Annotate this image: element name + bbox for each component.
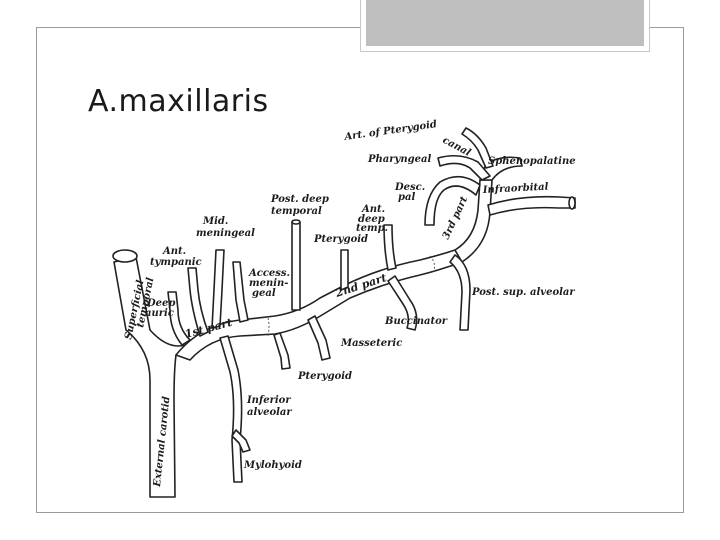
label-ant-tympanic-2: tympanic — [150, 257, 202, 268]
infraorbital-vessel-end — [568, 196, 576, 210]
label-mid-meningeal-2: meningeal — [196, 228, 255, 239]
pterygoid-lower-vessel — [273, 332, 291, 370]
vessel-drawing — [112, 127, 576, 498]
mylohyoid-vessel — [231, 429, 251, 453]
label-deep-auric-2: auric — [145, 308, 174, 319]
slide-title: A.maxillaris — [88, 84, 269, 119]
infraorbital-vessel — [487, 195, 576, 216]
superficial-temporal-vessel-end — [112, 249, 138, 263]
pterygoid-upper-vessel — [340, 249, 349, 291]
buccinator-vessel — [387, 275, 418, 331]
slide-frame — [36, 27, 684, 513]
label-deep-auric-1: Deep — [146, 298, 175, 309]
label-mylohyoid: Mylohyoid — [243, 460, 302, 471]
access-meningeal-vessel — [232, 261, 249, 323]
part-divider-2 — [429, 255, 435, 273]
decorative-header-tab — [360, 0, 650, 52]
label-masseteric: Masseteric — [340, 338, 402, 349]
masseteric-vessel — [307, 315, 331, 361]
label-pharyngeal: Pharyngeal — [367, 154, 431, 165]
label-infraorbital: Infraorbital — [482, 182, 549, 196]
label-third-part: 3rd part — [441, 195, 471, 242]
label-desc-pal-1: Desc. — [394, 182, 425, 193]
diagram-labels: Art. of Pterygoid canal Pharyngeal Sphen… — [123, 119, 575, 488]
label-pterygoid-upper: Pterygoid — [313, 234, 368, 245]
post-deep-temporal-vessel-end — [291, 219, 301, 225]
label-inferior-alveolar-1: Inferior — [246, 395, 291, 406]
deep-auricular-vessel — [167, 291, 191, 346]
label-inferior-alveolar-2: alveolar — [247, 407, 292, 418]
label-ant-tympanic-1: Ant. — [162, 246, 186, 257]
post-sup-alveolar-vessel — [449, 254, 471, 331]
label-access-meningeal-3: geal — [252, 288, 276, 299]
label-ant-deep-temp-3: temp. — [356, 223, 388, 234]
label-art-pterygoid-canal: Art. of Pterygoid — [343, 119, 438, 143]
label-post-sup-alveolar: Post. sup. alveolar — [471, 287, 575, 298]
label-pterygoid-lower: Pterygoid — [297, 371, 352, 382]
label-desc-pal-2: pal — [398, 192, 415, 203]
ant-tympanic-vessel — [187, 267, 209, 337]
part-divider-1 — [267, 317, 270, 337]
label-ant-deep-temp-2: deep — [358, 214, 385, 225]
pharyngeal-vessel — [437, 154, 491, 181]
label-mid-meningeal-1: Mid. — [202, 216, 228, 227]
label-access-meningeal-1: Access. — [248, 268, 290, 279]
ant-deep-temp-vessel — [383, 224, 397, 271]
mid-meningeal-vessel — [211, 249, 225, 329]
label-ant-deep-temp-1: Ant. — [361, 204, 385, 215]
label-post-deep-temporal-1: Post. deep — [270, 194, 329, 205]
pterygoid-canal-vessel — [461, 127, 494, 169]
label-sphenopalatine: Sphenopalatine — [488, 156, 576, 167]
descending-palatine-vessel — [424, 175, 481, 226]
post-deep-temporal-vessel — [291, 221, 301, 311]
label-post-deep-temporal-2: temporal — [271, 206, 322, 217]
label-access-meningeal-2: menin- — [249, 278, 288, 289]
inferior-alveolar-vessel — [219, 335, 243, 483]
label-buccinator: Buccinator — [384, 316, 448, 327]
